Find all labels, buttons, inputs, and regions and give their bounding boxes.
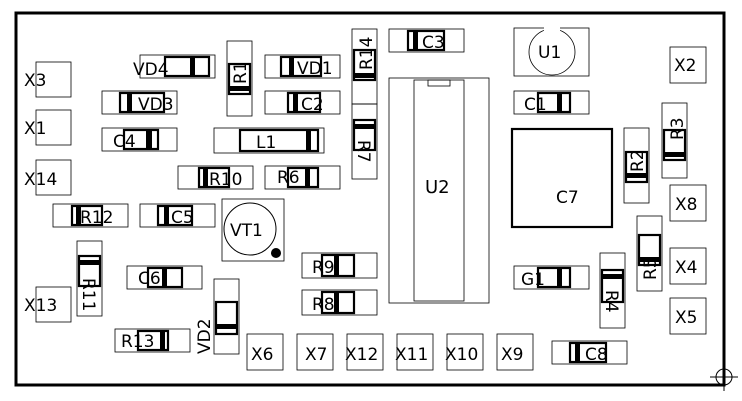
resistor-r13: R13 <box>114 328 191 353</box>
diode-vd4: VD4 <box>133 54 216 80</box>
label-c3: C3 <box>422 33 445 53</box>
resistor-r4: R4 <box>599 252 626 329</box>
label-x4: X4 <box>675 258 697 278</box>
capacitor-c1: C1 <box>513 90 590 115</box>
resistor-r9: R9 <box>301 252 378 279</box>
label-c5: C5 <box>171 208 194 228</box>
label-x12: X12 <box>345 345 378 365</box>
label-r14: R14 <box>357 37 377 70</box>
label-u1: U1 <box>538 43 561 63</box>
fiducial-mark <box>710 363 738 391</box>
label-u2: U2 <box>425 177 450 198</box>
resistor-r8: R8 <box>301 289 378 316</box>
connector-x1: X1 <box>24 109 72 146</box>
diode-vd2: VD2 <box>195 278 240 355</box>
board-outline <box>14 11 726 387</box>
connector-x13: X13 <box>24 286 72 323</box>
label-x6: X6 <box>251 345 273 365</box>
resistor-r1: R1 <box>226 40 253 117</box>
label-x2: X2 <box>674 56 696 76</box>
diode-vd1: VD1 <box>264 54 341 79</box>
label-c2: C2 <box>301 95 324 115</box>
label-r6: R6 <box>277 168 300 188</box>
label-g1: G1 <box>521 270 545 290</box>
label-x8: X8 <box>675 195 697 215</box>
label-c8: C8 <box>585 345 608 365</box>
label-r3: R3 <box>668 117 688 140</box>
label-c6: C6 <box>138 269 161 289</box>
resistor-r12: R12 <box>52 203 129 228</box>
capacitor-c8: C8 <box>551 340 628 365</box>
connector-x6: X6 <box>246 333 284 371</box>
label-r8: R8 <box>312 295 335 315</box>
label-r2: R2 <box>628 149 648 172</box>
label-c7: C7 <box>556 188 579 208</box>
label-r9: R9 <box>312 258 335 278</box>
inductor-l1: L1 <box>213 127 325 154</box>
label-c1: C1 <box>524 95 547 115</box>
label-x5: X5 <box>675 308 697 328</box>
label-l1: L1 <box>256 133 276 153</box>
label-vd1: VD1 <box>297 59 333 79</box>
capacitor-c2: C2 <box>264 90 341 115</box>
connector-x2: X2 <box>669 46 707 84</box>
resistor-r2: R2 <box>623 127 650 204</box>
connector-x10: X10 <box>445 333 484 371</box>
label-x11: X11 <box>395 345 428 365</box>
label-r10: R10 <box>209 170 242 190</box>
label-vd4: VD4 <box>133 60 169 80</box>
component-u1: U1 <box>513 26 590 77</box>
capacitor-c7: C7 <box>510 127 614 229</box>
capacitor-c6: C6 <box>126 265 203 290</box>
label-vd3: VD3 <box>138 95 174 115</box>
label-r4: R4 <box>601 290 621 313</box>
label-vd2: VD2 <box>195 318 215 354</box>
connector-x11: X11 <box>395 333 434 371</box>
label-x3: X3 <box>24 71 46 91</box>
label-r5: R5 <box>641 257 661 280</box>
connector-x3: X3 <box>24 61 72 98</box>
resistor-r11: R11 <box>76 240 103 317</box>
label-x7: X7 <box>305 345 327 365</box>
resistor-r7: R7 <box>351 103 378 180</box>
label-r1: R1 <box>231 61 251 84</box>
transistor-vt1: VT1 <box>221 198 285 262</box>
diode-vd3: VD3 <box>101 90 178 115</box>
resistor-r10: R10 <box>177 165 254 190</box>
resistor-r3: R3 <box>661 102 688 179</box>
capacitor-c3: C3 <box>388 28 465 53</box>
label-x9: X9 <box>501 345 523 365</box>
label-r13: R13 <box>121 332 154 352</box>
connector-x12: X12 <box>345 333 384 371</box>
resistor-r14: R14 <box>351 28 378 105</box>
label-x10: X10 <box>445 345 478 365</box>
connector-x8: X8 <box>669 184 707 222</box>
resonator-g1: G1 <box>513 265 590 290</box>
label-vt1: VT1 <box>230 221 263 241</box>
connector-x4: X4 <box>669 247 707 285</box>
label-c4: C4 <box>113 132 136 152</box>
connector-x9: X9 <box>496 333 534 371</box>
label-r7: R7 <box>353 140 373 163</box>
label-x14: X14 <box>24 170 57 190</box>
resistor-r5: R5 <box>636 215 663 292</box>
connector-x5: X5 <box>669 297 707 335</box>
connector-x14: X14 <box>24 159 72 196</box>
capacitor-c4: C4 <box>101 127 178 152</box>
label-x1: X1 <box>24 119 46 139</box>
label-x13: X13 <box>24 296 57 316</box>
resistor-r6: R6 <box>264 165 341 190</box>
label-r11: R11 <box>78 278 98 311</box>
ic-u2: U2 <box>388 77 490 304</box>
capacitor-c5: C5 <box>139 203 216 228</box>
connector-x7: X7 <box>296 333 334 371</box>
label-r12: R12 <box>80 208 113 228</box>
